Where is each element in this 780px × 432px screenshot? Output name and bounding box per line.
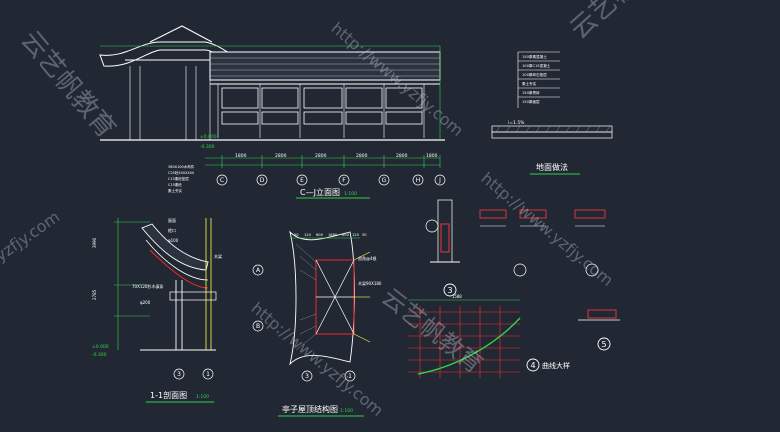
elev-axis-d: D xyxy=(260,177,265,184)
detail-5-drawing: 5 xyxy=(578,309,620,351)
elev-dim-5: 2800 xyxy=(396,153,408,159)
elev-axis-e: E xyxy=(300,177,304,184)
ground-detail-title: 地面做法 xyxy=(536,162,568,172)
detail-5-label: 5 xyxy=(601,340,606,349)
ground-slope: i=1.5% xyxy=(508,120,525,126)
svg-text:C15素砼垫层: C15素砼垫层 xyxy=(168,176,189,181)
roof-axis-1: 1 xyxy=(348,373,352,380)
section-note-5: 木梁 xyxy=(214,253,222,259)
detail-4-label: 4 xyxy=(530,361,535,370)
section-title: 1-1剖面图 xyxy=(150,390,187,400)
ground-layer-5: 150厚青砖 xyxy=(522,90,540,95)
roof-dim-5: 600 xyxy=(342,233,350,237)
watermark-url-3: http://www.yzfjy.com xyxy=(477,169,617,290)
elev-axis-c: C xyxy=(220,177,224,184)
elevation-drawing: 1800 2800 2800 2800 2800 1800 ±0.000 -0.… xyxy=(99,25,446,199)
section-level-1: -0.300 xyxy=(92,352,107,358)
section-note-3: 屋面 xyxy=(168,217,176,223)
elev-dim-4: 2800 xyxy=(356,153,368,159)
ground-layer-4: 素土夯实 xyxy=(522,81,537,86)
elev-dim-3: 2800 xyxy=(315,153,327,159)
section-axis-1: 1 xyxy=(206,371,210,378)
roof-dim-1: 50 xyxy=(294,233,299,237)
ground-layer-6: 150厚面层 xyxy=(522,99,540,104)
roof-axis-a: A xyxy=(256,267,261,274)
elevation-title: C—J立面图 xyxy=(300,187,340,197)
elev-axis-h: H xyxy=(416,177,421,184)
elev-level-0: ±0.000 xyxy=(200,134,217,140)
roof-note-2: 木梁90X180 xyxy=(358,280,382,286)
section-note-1: 70X120杉木檩条 xyxy=(132,283,163,289)
roof-dim-2: 120 xyxy=(304,233,312,237)
svg-text:2785: 2785 xyxy=(92,289,97,300)
elevation-scale: 1:100 xyxy=(344,191,357,197)
section-axis-3: 3 xyxy=(177,371,181,378)
detail-4-drawing: 1500 4 曲线大样 xyxy=(408,294,570,378)
watermark-cn-2: 云艺帆教育 xyxy=(565,0,682,45)
roof-dim-3: 600 xyxy=(316,233,324,237)
elev-dim-2: 2800 xyxy=(275,153,287,159)
ground-layer-2: 100厚C15混凝土 xyxy=(522,63,551,68)
section-note-4: 檐口 xyxy=(168,227,176,233)
svg-text:素土夯实: 素土夯实 xyxy=(168,188,182,193)
elev-level-1: -0.300 xyxy=(200,144,215,150)
small-details xyxy=(479,209,606,277)
detail-4-caption: 曲线大样 xyxy=(542,361,570,370)
svg-text:C15素砼: C15素砼 xyxy=(168,182,182,187)
detail-4-dim: 1500 xyxy=(452,294,462,299)
watermark-url-2: http://www.yzfjy.com xyxy=(247,299,387,420)
elev-dim-1: 1800 xyxy=(235,153,247,159)
watermark-cn-3: 云艺帆教育 xyxy=(376,283,488,379)
watermark-url-4: yzfjy.com xyxy=(0,207,63,265)
ground-layer-3: 100厚碎石垫层 xyxy=(522,72,547,77)
svg-text:C25砼400X400: C25砼400X400 xyxy=(168,170,194,175)
roof-dim-6: 120 xyxy=(352,233,360,237)
section-note-2: φ200 xyxy=(140,300,151,305)
roof-plan-title: 亭子屋顶结构图 xyxy=(282,404,338,414)
section-note-6: φ100 xyxy=(168,238,179,243)
elev-axis-f: F xyxy=(342,177,346,184)
svg-text:380X100木构件: 380X100木构件 xyxy=(168,164,195,169)
watermark-cn-1: 云艺帆教育 xyxy=(15,25,122,144)
detail-3-drawing: 3 xyxy=(425,199,460,297)
detail-3-label: 3 xyxy=(447,286,452,295)
ground-layer-1: 150厚素混凝土 xyxy=(522,54,547,59)
elev-dim-6: 1800 xyxy=(426,153,438,159)
ground-detail-drawing: 150厚素混凝土 100厚C15混凝土 100厚碎石垫层 素土夯实 150厚青砖… xyxy=(491,51,613,175)
elev-axis-j: J xyxy=(438,177,441,184)
roof-axis-3: 3 xyxy=(305,373,309,380)
roof-dim-4: 1680 xyxy=(328,233,338,237)
elev-axis-g: G xyxy=(382,177,387,184)
roof-note-1: 戗角@4根 xyxy=(358,255,377,261)
roof-axis-b: B xyxy=(256,323,260,330)
svg-text:3990: 3990 xyxy=(92,237,97,248)
roof-dim-7: 50 xyxy=(362,233,367,237)
roof-plan-drawing: 50 120 600 1680 600 120 50 戗角@4根 木梁90X18… xyxy=(252,230,382,417)
section-drawing: 3990 2785 70X120杉木檩条 φ200 屋面 檐口 木梁 φ100 … xyxy=(92,217,222,403)
section-level-0: ±0.000 xyxy=(92,344,109,350)
section-scale: 1:100 xyxy=(196,394,209,400)
roof-plan-scale: 1:100 xyxy=(340,408,353,414)
